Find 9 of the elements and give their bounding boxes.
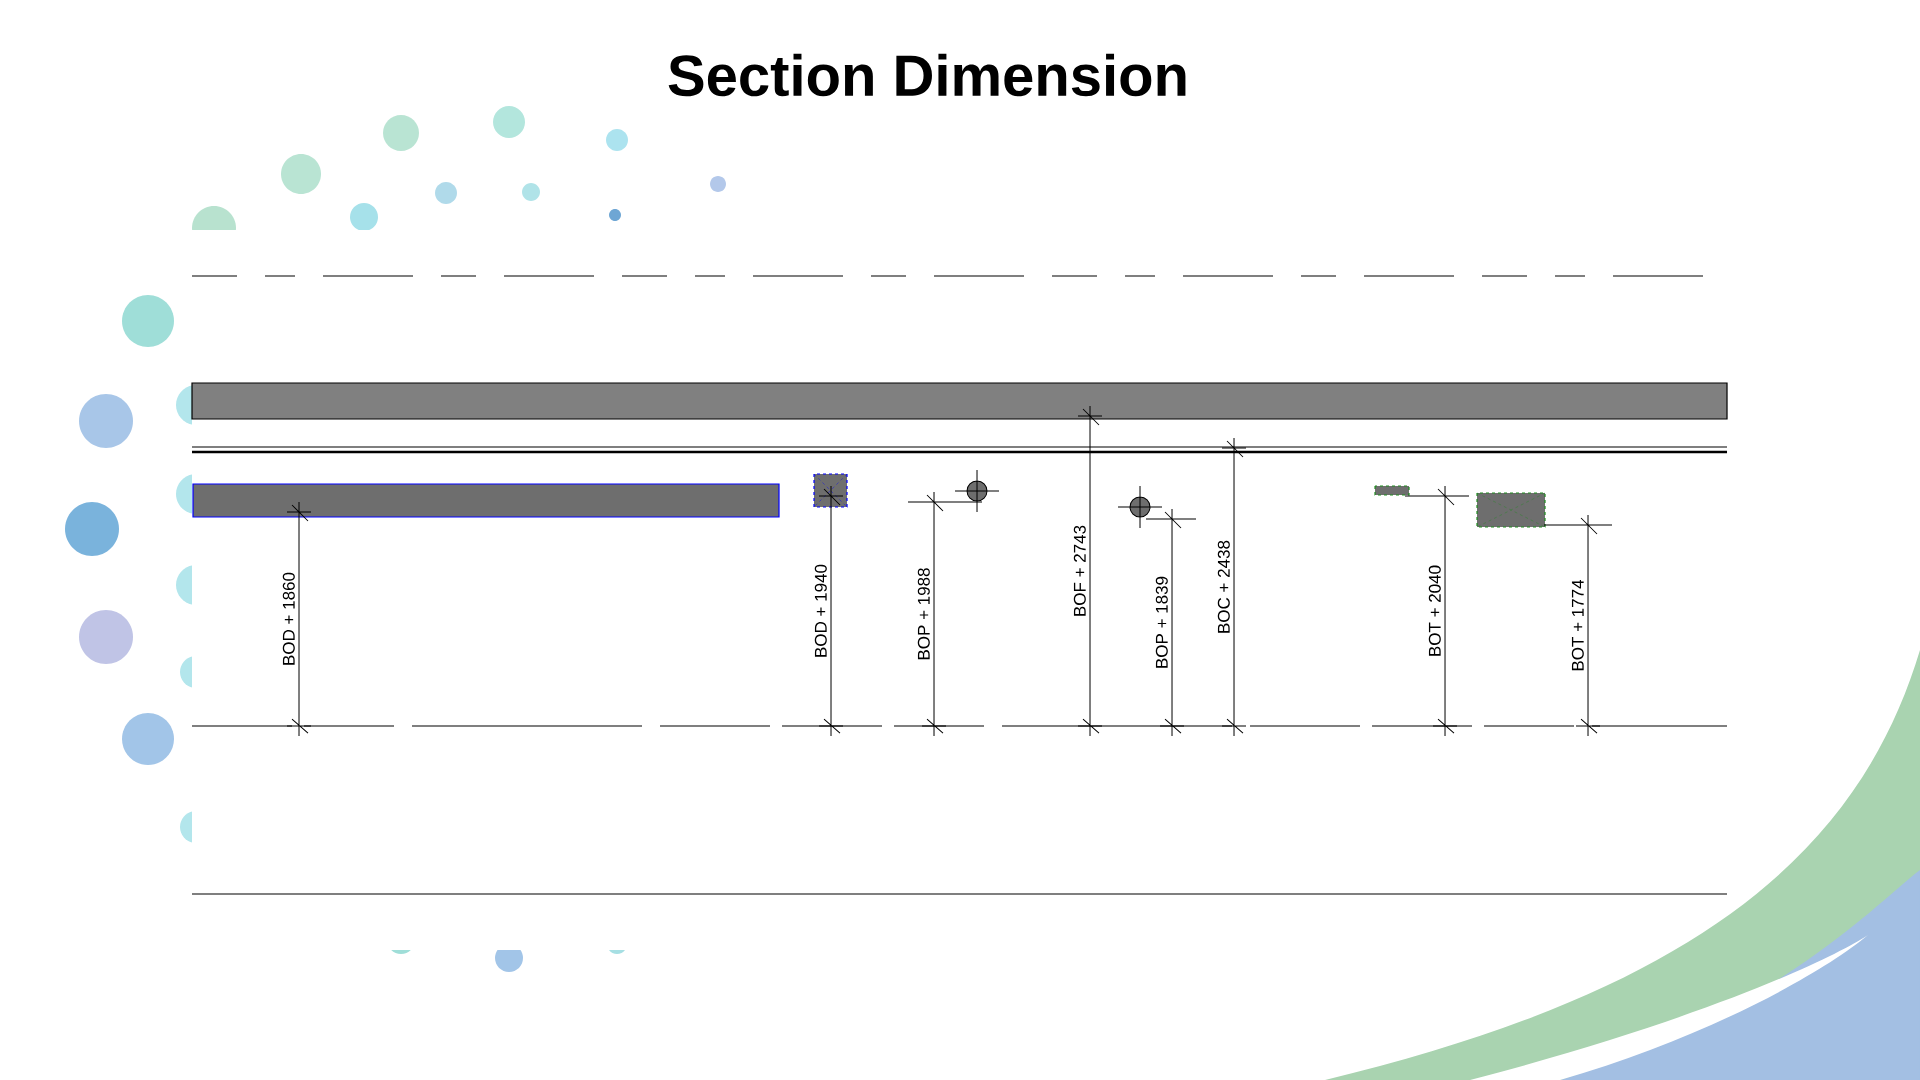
title: Section Dimension: [668, 53, 1186, 97]
dimension-label: BOD + 1940: [814, 564, 827, 657]
dimension-label: BOC + 2438: [1217, 540, 1230, 633]
dimension-label: BOP + 1839: [1155, 576, 1168, 668]
dimension-label: BOP + 1988: [917, 568, 930, 660]
dimension-label: BOD + 1860: [282, 572, 295, 665]
dimension-label: BOT + 2040: [1428, 565, 1441, 656]
dimension-label: BOT + 1774: [1571, 579, 1584, 671]
dimension-label: BOF + 2743: [1073, 525, 1086, 616]
